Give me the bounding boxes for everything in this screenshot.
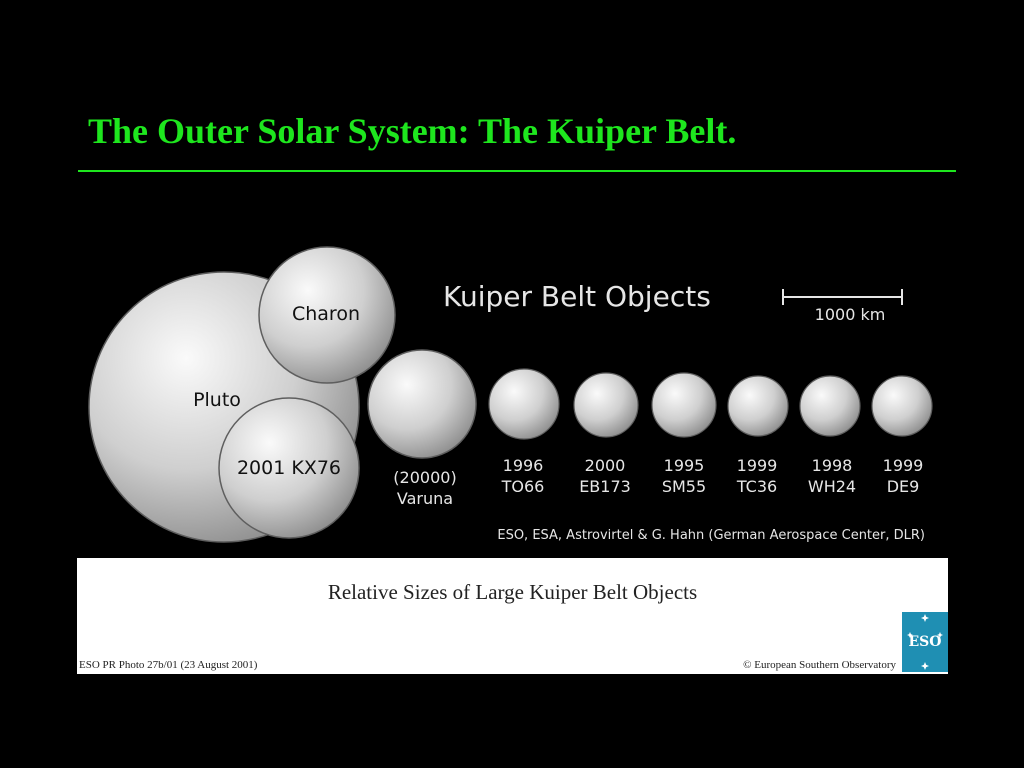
de9-label-line2: DE9 [887,477,920,496]
photo-reference: ESO PR Photo 27b/01 (23 August 2001) [79,659,258,671]
to66-label-line1: 1996 [503,456,544,475]
figure-heading: Kuiper Belt Objects [443,280,711,313]
image-credit: ESO, ESA, Astrovirtel & G. Hahn (German … [497,528,925,543]
eso-logo-text: ESO [909,634,942,650]
pluto-label: Pluto [193,389,241,411]
caption-band: Relative Sizes of Large Kuiper Belt Obje… [77,558,948,674]
wh24-label-line1: 1998 [812,456,853,475]
kx76-label: 2001 KX76 [237,457,341,479]
to66-label-line2: TO66 [501,477,545,496]
wh24-sphere [799,375,861,437]
kx76-sphere [218,397,360,539]
eb173-sphere [573,372,639,438]
title-divider [78,170,956,172]
figure-caption: Relative Sizes of Large Kuiper Belt Obje… [327,580,698,604]
charon-label: Charon [292,303,360,325]
varuna-sphere [367,349,477,459]
de9-sphere [871,375,933,437]
varuna-label-line2: Varuna [397,489,453,508]
eb173-label-line1: 2000 [585,456,626,475]
sm55-label-line1: 1995 [664,456,705,475]
tc36-sphere [727,375,789,437]
sm55-sphere [651,372,717,438]
to66-sphere [488,368,560,440]
kuiper-belt-figure: Kuiper Belt Objects 1000 km Pluto Charon… [77,236,948,674]
sizes-illustration: Kuiper Belt Objects 1000 km Pluto Charon… [88,246,933,543]
eb173-label-line2: EB173 [579,477,631,496]
sm55-label-line2: SM55 [662,477,706,496]
eso-logo: ESO [902,612,948,672]
slide-title: The Outer Solar System: The Kuiper Belt. [88,111,737,151]
scale-label: 1000 km [815,305,886,324]
charon-sphere [258,246,396,384]
de9-label-line1: 1999 [883,456,924,475]
copyright-notice: © European Southern Observatory [743,659,896,671]
tc36-label-line2: TC36 [736,477,777,496]
tc36-label-line1: 1999 [737,456,778,475]
wh24-label-line2: WH24 [808,477,856,496]
scale-bar [782,289,903,305]
varuna-label-line1: (20000) [393,468,456,487]
